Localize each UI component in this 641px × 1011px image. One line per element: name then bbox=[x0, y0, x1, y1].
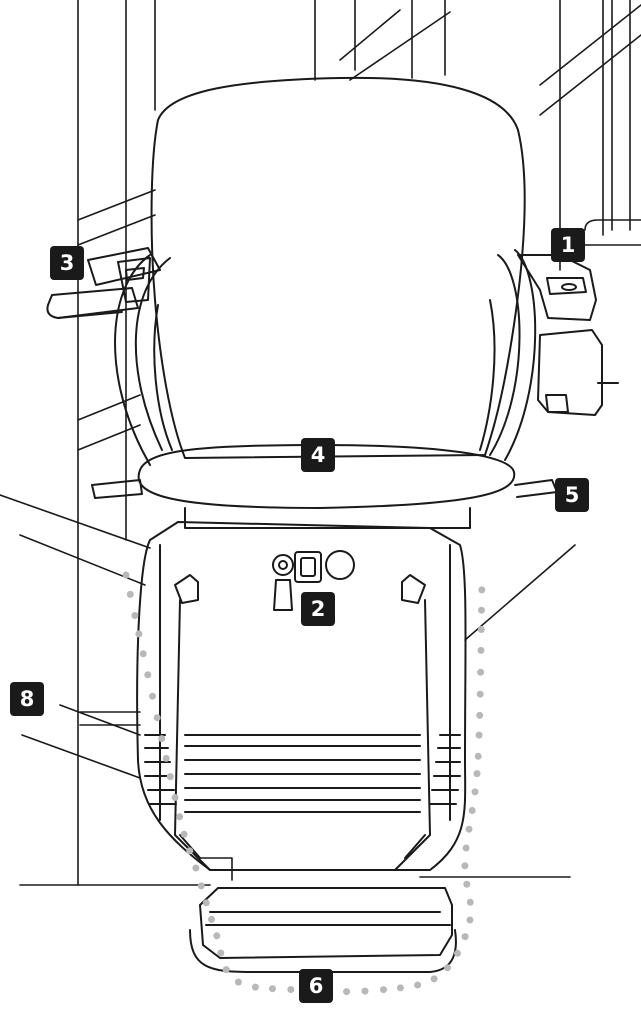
safety-edge-dot bbox=[476, 690, 484, 698]
safety-edge-dot bbox=[476, 711, 484, 719]
safety-edge-dot bbox=[269, 985, 276, 993]
safety-edge-dot bbox=[473, 770, 481, 778]
safety-edge-dot bbox=[430, 975, 438, 983]
safety-edge-dot bbox=[477, 668, 485, 676]
safety-edge-dot bbox=[396, 984, 404, 992]
safety-edge-dot bbox=[131, 612, 139, 619]
safety-edge-dot bbox=[192, 864, 200, 872]
safety-edge-dot bbox=[466, 916, 474, 924]
safety-edge-dot bbox=[361, 987, 369, 995]
safety-edge-dot bbox=[149, 692, 156, 700]
safety-edge-dot bbox=[477, 646, 485, 654]
safety-edge-dot bbox=[466, 898, 474, 906]
safety-edge-dot bbox=[213, 932, 221, 940]
safety-edge-dot bbox=[465, 825, 473, 833]
safety-edge-dot bbox=[186, 847, 194, 855]
backrest-outline bbox=[150, 76, 526, 459]
callout-3: 3 bbox=[50, 246, 84, 280]
callout-2: 2 bbox=[301, 592, 335, 626]
safety-edge-dot bbox=[462, 844, 470, 852]
callout-4: 4 bbox=[301, 438, 335, 472]
safety-edge-dot bbox=[144, 671, 152, 679]
safety-edge-dot bbox=[234, 978, 242, 986]
safety-edge-dot bbox=[139, 650, 147, 658]
safety-edge-dot bbox=[478, 606, 485, 614]
safety-edge-dot bbox=[463, 880, 471, 888]
safety-edge-dot bbox=[162, 754, 170, 762]
safety-edge-dots bbox=[122, 571, 486, 996]
safety-edge-dot bbox=[208, 915, 215, 923]
callout-1: 1 bbox=[551, 228, 585, 262]
safety-edge-dot bbox=[222, 966, 230, 974]
safety-edge-dot bbox=[135, 630, 143, 638]
safety-edge-dot bbox=[197, 882, 205, 890]
safety-edge-dot bbox=[454, 949, 461, 957]
safety-edge-dot bbox=[343, 988, 351, 996]
safety-edge-dot bbox=[180, 830, 188, 838]
seat bbox=[91, 444, 516, 529]
safety-edge-dot bbox=[444, 964, 451, 972]
safety-edge-dot bbox=[202, 899, 210, 907]
safety-edge-dot bbox=[468, 807, 476, 814]
safety-edge-dot bbox=[471, 788, 479, 796]
safety-edge-dot bbox=[474, 752, 482, 760]
safety-edge-dot bbox=[176, 813, 184, 821]
key-switch-drawing bbox=[272, 550, 355, 611]
right-arm bbox=[479, 249, 619, 498]
safety-edge-dot bbox=[153, 714, 161, 722]
safety-edge-dot bbox=[126, 590, 134, 598]
safety-edge-dot bbox=[251, 983, 259, 991]
safety-edge-dot bbox=[287, 986, 295, 993]
callout-6: 6 bbox=[299, 969, 333, 1003]
carriage bbox=[136, 521, 467, 871]
safety-edge-dot bbox=[166, 773, 174, 781]
safety-edge-dot bbox=[217, 949, 225, 957]
callout-5: 5 bbox=[555, 478, 589, 512]
safety-edge-dot bbox=[478, 586, 486, 594]
safety-edge-dot bbox=[461, 933, 469, 941]
callout-8: 8 bbox=[10, 682, 44, 716]
safety-edge-dot bbox=[461, 862, 469, 870]
safety-edge-dot bbox=[414, 981, 422, 989]
footrest bbox=[189, 887, 457, 973]
safety-edge-dot bbox=[475, 731, 483, 739]
safety-edge-dot bbox=[171, 794, 179, 801]
safety-edge-dot bbox=[380, 986, 387, 994]
left-arm bbox=[46, 247, 173, 466]
safety-edge-dot bbox=[158, 735, 166, 743]
safety-edge-dot bbox=[122, 571, 130, 579]
safety-edge-dot bbox=[477, 626, 485, 633]
